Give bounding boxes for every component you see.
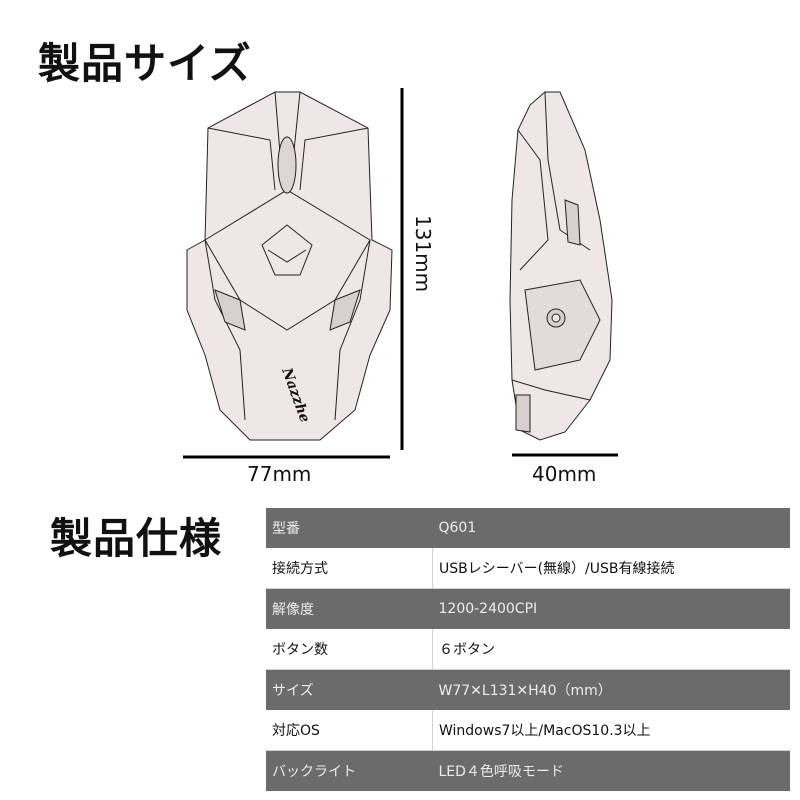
spec-key: 解像度 [266, 588, 433, 629]
spec-row-backlight: バックライト LED４色呼吸モード [266, 750, 790, 791]
mouse-side-view [509, 91, 613, 441]
spec-value: ６ボタン [432, 629, 790, 670]
spec-row-model: 型番 Q601 [266, 508, 790, 548]
spec-key: 型番 [266, 508, 433, 548]
spec-row-connection: 接続方式 USBレシーバー(無線）/USB有線接続 [266, 548, 790, 589]
section-title-spec: 製品仕様 [50, 514, 223, 563]
spec-value: USBレシーバー(無線）/USB有線接続 [432, 548, 790, 589]
spec-value: 1200-2400CPI [432, 588, 790, 629]
depth-dimension-label: 40mm [532, 462, 597, 486]
width-dimension-label: 77mm [247, 462, 312, 486]
spec-row-os: 対応OS Windows7以上/MacOS10.3以上 [266, 710, 790, 751]
spec-key: 対応OS [266, 710, 433, 751]
mouse-top-view [186, 91, 393, 441]
spec-row-resolution: 解像度 1200-2400CPI [266, 588, 790, 629]
spec-key: サイズ [266, 669, 433, 710]
spec-value: Q601 [432, 508, 790, 548]
height-dimension-label: 131mm [411, 215, 435, 293]
mouse-drawing: Nazzhe [183, 88, 618, 459]
spec-value: W77✕L131✕H40（mm） [432, 669, 790, 710]
spec-table: 型番 Q601 接続方式 USBレシーバー(無線）/USB有線接続 解像度 12… [266, 508, 790, 791]
spec-key: ボタン数 [266, 629, 433, 670]
section-title-size: 製品サイズ [38, 39, 252, 88]
spec-key: バックライト [266, 750, 433, 791]
spec-row-size: サイズ W77✕L131✕H40（mm） [266, 669, 790, 710]
spec-row-buttons: ボタン数 ６ボタン [266, 629, 790, 670]
spec-value: LED４色呼吸モード [432, 750, 790, 791]
spec-key: 接続方式 [266, 548, 433, 589]
spec-value: Windows7以上/MacOS10.3以上 [432, 710, 790, 751]
